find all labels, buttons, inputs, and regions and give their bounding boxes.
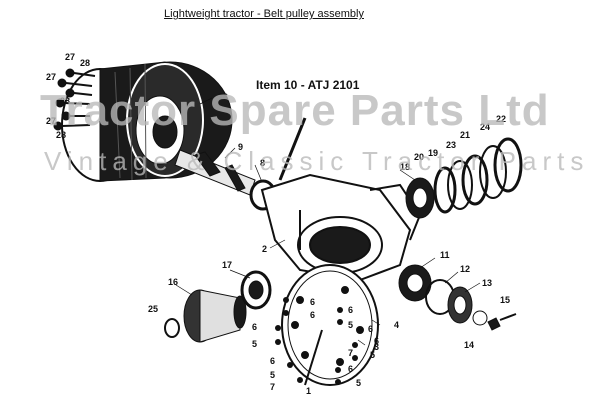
- callout-20: 20: [414, 152, 424, 162]
- callout-28: 28: [60, 96, 70, 106]
- nut-washer: [472, 310, 517, 331]
- bearing-17: [240, 270, 272, 310]
- leader-lines: [175, 97, 481, 346]
- callout-24: 24: [480, 122, 490, 132]
- callout-2: 2: [262, 244, 267, 254]
- drain-stud: [304, 329, 323, 386]
- callout-7: 7: [270, 382, 275, 392]
- callout-27: 27: [46, 116, 56, 126]
- callout-26: 26: [218, 92, 228, 102]
- callout-6: 6: [252, 322, 257, 332]
- item-pointer-line: [278, 117, 307, 181]
- callout-27: 27: [46, 72, 56, 82]
- pulley-bolts: [53, 68, 96, 131]
- pulley-housing: [260, 173, 422, 282]
- callout-11: 11: [440, 250, 450, 260]
- item-label: Item 10 - ATJ 2101: [256, 78, 360, 92]
- callout-15: 15: [500, 295, 510, 305]
- callout-7: 7: [348, 348, 353, 358]
- callout-19: 19: [428, 148, 438, 158]
- callout-23: 23: [446, 140, 456, 150]
- cover-plate: [281, 264, 379, 386]
- callout-16: 16: [168, 277, 178, 287]
- callout-6: 6: [270, 356, 275, 366]
- bevel-gear-16: [183, 289, 247, 343]
- diagram-title: Lightweight tractor - Belt pulley assemb…: [164, 8, 364, 20]
- callout-6: 6: [374, 336, 379, 346]
- callout-4: 4: [394, 320, 399, 330]
- callout-12: 12: [460, 264, 470, 274]
- callout-13: 13: [482, 278, 492, 288]
- watermark-company: Tractor Spare Parts Ltd: [40, 86, 550, 135]
- callout-6: 6: [348, 364, 353, 374]
- callout-5: 5: [356, 378, 361, 388]
- callout-18: 18: [400, 162, 410, 172]
- bearing-stack: [405, 137, 523, 219]
- callout-22: 22: [496, 114, 506, 124]
- callout-14: 14: [464, 340, 474, 350]
- belt-pulley-drum: [61, 61, 233, 182]
- pulley-shaft: [174, 149, 256, 196]
- callout-17: 17: [222, 260, 232, 270]
- callout-6: 6: [368, 324, 373, 334]
- callout-9: 9: [238, 142, 243, 152]
- callout-5: 5: [252, 339, 257, 349]
- gear-13: [447, 286, 473, 324]
- callout-6: 6: [348, 305, 353, 315]
- callout-6: 6: [310, 297, 315, 307]
- callout-25: 25: [148, 304, 158, 314]
- callout-5: 5: [370, 350, 375, 360]
- callout-1: 1: [306, 386, 311, 396]
- callout-28: 28: [80, 58, 90, 68]
- callout-8: 8: [260, 158, 265, 168]
- callout-21: 21: [460, 130, 470, 140]
- callout-5: 5: [270, 370, 275, 380]
- callout-6: 6: [310, 310, 315, 320]
- callout-3: 3: [374, 342, 379, 352]
- callout-28: 28: [56, 130, 66, 140]
- callout-27: 27: [65, 52, 75, 62]
- callout-5: 5: [348, 320, 353, 330]
- cover-bolts: [275, 297, 358, 385]
- watermark-tagline: Vintage & Classic Tractor Parts: [44, 146, 590, 176]
- cap-25: [164, 318, 180, 338]
